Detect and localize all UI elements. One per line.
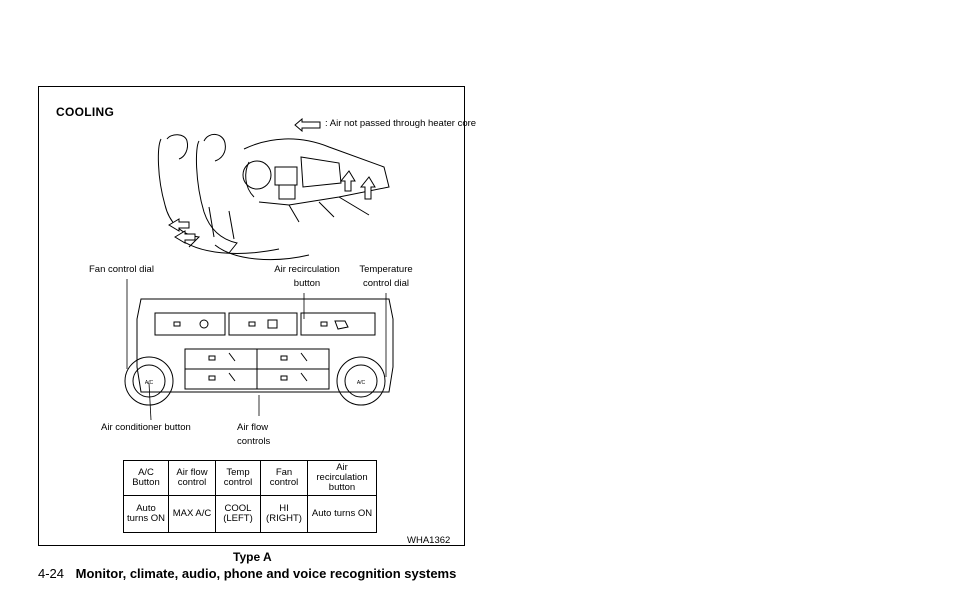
table-cell: HI (RIGHT) bbox=[260, 495, 308, 533]
mode-table: A/C Button Air flow control Temp control… bbox=[123, 460, 377, 533]
table-header-row: A/C Button Air flow control Temp control… bbox=[123, 460, 377, 496]
table-header-cell: Air recirculation button bbox=[307, 460, 377, 496]
section-title: Monitor, climate, audio, phone and voice… bbox=[75, 566, 457, 581]
table-cell: MAX A/C bbox=[168, 495, 216, 533]
table-cell: Auto turns ON bbox=[123, 495, 169, 533]
label-fan-control-dial: Fan control dial bbox=[89, 264, 154, 275]
figure-title: COOLING bbox=[56, 105, 115, 119]
table-cell: Auto turns ON bbox=[307, 495, 377, 533]
dashboard-drawing bbox=[242, 138, 390, 223]
table-header-cell: Temp control bbox=[215, 460, 261, 496]
figure-caption: Type A bbox=[233, 550, 272, 564]
label-air-conditioner-button: Air conditioner button bbox=[101, 422, 191, 433]
label-air-flow-controls: Air flow controls bbox=[237, 422, 271, 447]
label-temperature-control-dial: Temperature control dial bbox=[359, 264, 413, 289]
table-header-cell: Fan control bbox=[260, 460, 308, 496]
page-number: 4-24 bbox=[38, 566, 65, 581]
table-header-cell: Air flow control bbox=[168, 460, 216, 496]
legend-text: Air not passed through heater core bbox=[329, 118, 477, 129]
legend-prefix: : bbox=[325, 118, 328, 129]
page-footer: 4-24 Monitor, climate, audio, phone and … bbox=[38, 566, 456, 581]
table-header-cell: A/C Button bbox=[123, 460, 169, 496]
control-panel-drawing bbox=[124, 298, 394, 406]
arrow-left-icon bbox=[294, 118, 321, 132]
dial-text-left: A/C bbox=[145, 380, 154, 386]
figure-code: WHA1362 bbox=[407, 535, 451, 546]
table-cell: COOL (LEFT) bbox=[215, 495, 261, 533]
dial-text-right: A/C bbox=[357, 380, 366, 386]
label-air-recirculation-button: Air recirculation button bbox=[274, 264, 340, 289]
airflow-arrows-seat bbox=[168, 218, 196, 244]
leader-lines bbox=[126, 279, 387, 421]
table-row: Auto turns ON MAX A/C COOL (LEFT) HI (RI… bbox=[123, 495, 377, 533]
climate-control-illustration: A/C A/C bbox=[124, 134, 394, 421]
figure-frame: A/C A/C COOLING : Air not passed through… bbox=[38, 86, 476, 546]
